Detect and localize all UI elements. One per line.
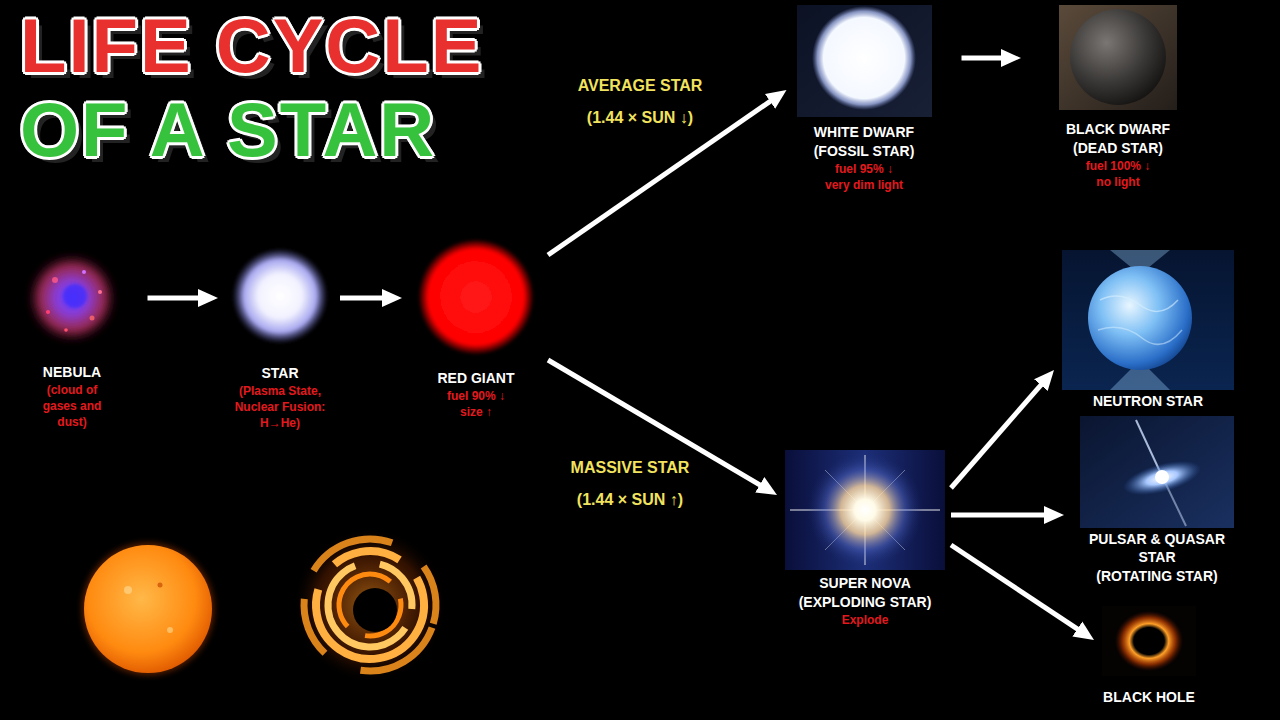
supernova-picture-part [807,452,923,568]
sun-picture-part [167,627,173,633]
black-hole-swirl-picture-part [307,542,432,667]
picture-slot [797,5,932,117]
black-dwarf-picture-part [1070,9,1166,105]
sun-picture [82,543,214,675]
black-dwarf-picture-part [1059,5,1177,110]
stage-note: Explode [842,612,889,628]
black-hole-picture-part [1102,606,1196,676]
pulsar-picture-part [1120,454,1205,502]
stage-node: SUPER NOVA(EXPLODING STAR)Explode [785,450,945,628]
nebula-picture-part [98,290,102,294]
flow-arrow [148,296,207,301]
stage-name: (DEAD STAR) [1073,139,1163,157]
stage-name: WHITE DWARF [814,123,914,141]
stage-note: (Plasma State, Nuclear Fusion: H→He) [230,383,330,431]
black-hole-swirl-picture-part [330,565,409,644]
flow-arrow [962,56,1010,61]
stage-name: (EXPLODING STAR) [799,593,932,611]
white-dwarf-picture-part [797,5,932,117]
neutron-star-picture-part [1062,250,1234,390]
black-hole-swirl-picture-part [285,520,454,689]
star-picture-part [232,248,328,344]
nebula-picture-part [46,310,50,314]
picture-slot [1080,416,1234,528]
sun-picture-part [158,583,163,588]
supernova-picture [785,450,945,570]
black-hole-swirl-picture-part [292,527,448,683]
flow-arrow [340,296,390,301]
neutron-star-picture-part [1100,296,1178,311]
flow-arrow [951,379,1046,488]
pulsar-picture-part [1155,470,1169,484]
nebula-picture-part [52,277,58,283]
pulsar-picture [1080,416,1234,528]
picture-slot [785,450,945,570]
picture-slot [1062,250,1234,390]
stage-node: WHITE DWARF(FOSSIL STAR)fuel 95% ↓ very … [797,5,932,193]
nebula-picture-part [64,328,68,332]
stage-name: (FOSSIL STAR) [814,142,915,160]
picture-slot [25,252,120,347]
picture-slot [1059,5,1177,110]
stage-name: BLACK DWARF [1066,120,1170,138]
neutron-star-picture-part [1110,368,1170,390]
stage-name: (ROTATING STAR) [1096,567,1217,585]
stage-node: NEBULA(cloud of gases and dust) [25,252,120,430]
stage-name: RED GIANT [438,369,515,387]
black-hole-swirl-picture-part [311,546,429,664]
white-dwarf-picture [797,5,932,117]
nebula-picture-part [26,252,118,344]
black-hole-swirl-picture-part [353,588,397,632]
neutron-star-picture-part [1088,266,1192,370]
stage-name: BLACK HOLE [1103,688,1195,706]
stage-node: PULSAR & QUASAR STAR(ROTATING STAR) [1080,416,1234,585]
stage-node: NEUTRON STAR [1062,250,1234,410]
stage-name: NEUTRON STAR [1093,392,1203,410]
black-hole-swirl-picture [285,520,454,689]
stage-node: RED GIANTfuel 90% ↓ size ↑ [414,240,538,420]
edge-label: MASSIVE STAR (1.44 × SUN ↑) [555,452,705,516]
picture-slot [230,246,330,346]
sun-picture-part [84,545,212,673]
picture-slot [1102,606,1196,676]
black-hole-picture-part [1115,611,1183,671]
pulsar-picture-part [1080,416,1234,528]
diagram-title: LIFE CYCLE OF A STAR [20,4,520,172]
nebula-picture-part [63,284,87,308]
edge-label: AVERAGE STAR (1.44 × SUN ↓) [565,70,715,134]
nebula-picture-part [90,316,95,321]
picture-slot [414,240,538,355]
star-picture [232,248,328,344]
nebula-picture-part [82,270,86,274]
neutron-star-picture-part [1098,327,1182,344]
stage-name: STAR [261,364,298,382]
white-dwarf-picture-part [812,6,916,110]
black-hole-picture [1102,606,1196,676]
sun-picture-part [82,543,214,675]
sun-picture-part [124,586,132,594]
red-giant-picture [418,239,534,355]
stage-note: fuel 100% ↓ no light [1078,158,1158,190]
stage-note: fuel 90% ↓ size ↑ [439,388,514,420]
flow-arrow [951,513,1052,518]
nebula-picture [26,252,118,344]
neutron-star-picture [1062,250,1234,390]
stage-note: fuel 95% ↓ very dim light [822,161,907,193]
neutron-star-picture-part [1110,250,1170,268]
stage-node: BLACK HOLE [1102,606,1196,706]
flow-arrow [951,545,1084,633]
stage-name: PULSAR & QUASAR STAR [1085,530,1230,566]
black-dwarf-picture [1059,5,1177,110]
red-giant-picture-part [418,239,534,355]
stage-name: SUPER NOVA [819,574,911,592]
stage-node: STAR(Plasma State, Nuclear Fusion: H→He) [230,246,330,431]
stage-name: NEBULA [43,363,101,381]
stage-note: (cloud of gases and dust) [35,382,110,430]
supernova-picture-part [785,450,945,570]
stage-node: BLACK DWARF(DEAD STAR)fuel 100% ↓ no lig… [1059,5,1177,190]
